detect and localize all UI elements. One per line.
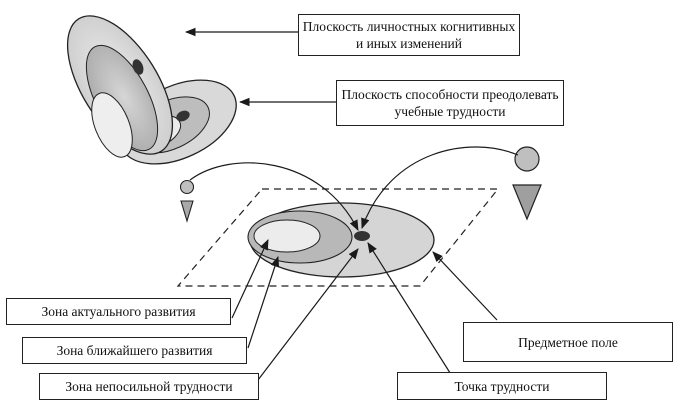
label-zone-proximal: Зона ближайшего развития bbox=[22, 337, 247, 364]
label-zone-impossible: Зона непосильной трудности bbox=[39, 373, 259, 400]
label-ability-plane: Плоскость способности преодолевать учебн… bbox=[336, 80, 564, 126]
upper-planes bbox=[46, 0, 249, 181]
arrow-subject-field bbox=[433, 252, 497, 320]
label-personal-plane: Плоскость личностных когнитивных и иных … bbox=[298, 14, 520, 56]
large-figure-icon bbox=[513, 147, 541, 219]
label-difficulty-point-text: Точка трудности bbox=[455, 378, 550, 395]
zones bbox=[248, 203, 434, 277]
label-ability-plane-text: Плоскость способности преодолевать учебн… bbox=[337, 86, 563, 120]
arrow-zone-actual bbox=[232, 240, 268, 318]
arrow-zone-proximal bbox=[248, 257, 278, 348]
zone-actual-ellipse bbox=[254, 220, 320, 252]
label-personal-plane-text: Плоскость личностных когнитивных и иных … bbox=[299, 18, 519, 52]
label-difficulty-point: Точка трудности bbox=[397, 372, 607, 400]
label-zone-proximal-text: Зона ближайшего развития bbox=[57, 342, 213, 359]
label-subject-field-text: Предметное поле bbox=[518, 334, 618, 351]
label-zone-impossible-text: Зона непосильной трудности bbox=[65, 378, 232, 395]
label-zone-actual-text: Зона актуального развития bbox=[41, 303, 195, 320]
label-subject-field: Предметное поле bbox=[463, 322, 673, 362]
small-figure-icon bbox=[181, 181, 194, 222]
label-zone-actual: Зона актуального развития bbox=[6, 298, 231, 325]
difficulty-point-dot bbox=[354, 231, 370, 241]
